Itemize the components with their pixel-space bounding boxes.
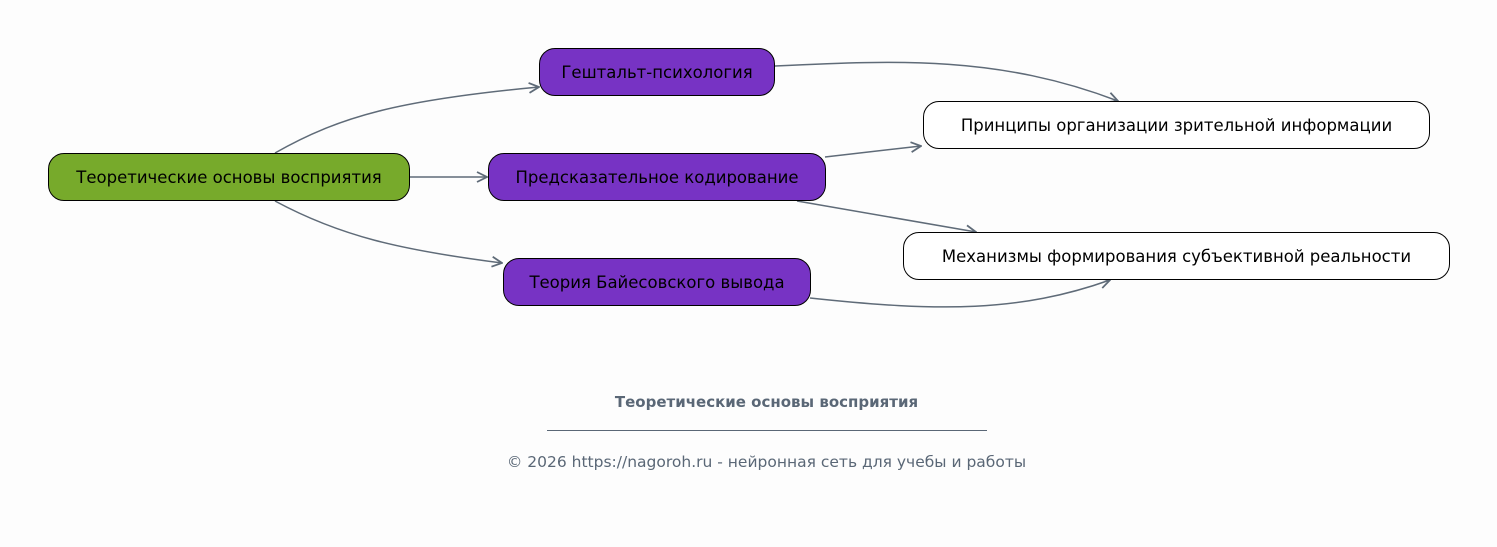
- node-gestalt[interactable]: Гештальт-психология: [539, 48, 775, 96]
- node-label: Теория Байесовского вывода: [529, 272, 785, 292]
- node-label: Гештальт-психология: [561, 62, 753, 82]
- edge-predictive-principles: [824, 146, 921, 158]
- edge-bayes-mechanisms: [809, 280, 1110, 308]
- node-principles[interactable]: Принципы организации зрительной информац…: [923, 101, 1430, 149]
- footer-divider: [547, 430, 987, 431]
- node-predictive-coding[interactable]: Предсказательное кодирование: [488, 153, 826, 201]
- footer-copyright: © 2026 https://nagoroh.ru - нейронная се…: [506, 453, 1027, 471]
- node-label: Механизмы формирования субъективной реал…: [941, 246, 1412, 266]
- node-label: Принципы организации зрительной информац…: [960, 115, 1393, 135]
- edge-predictive-mechanisms: [796, 200, 976, 232]
- edge-root-gestalt: [274, 87, 539, 154]
- node-label: Предсказательное кодирование: [515, 167, 799, 187]
- node-label: Теоретические основы восприятия: [76, 167, 382, 187]
- node-root[interactable]: Теоретические основы восприятия: [48, 153, 410, 201]
- node-mechanisms[interactable]: Механизмы формирования субъективной реал…: [903, 232, 1450, 280]
- node-bayes[interactable]: Теория Байесовского вывода: [503, 258, 811, 306]
- edge-root-bayes: [274, 200, 502, 263]
- edge-gestalt-principles: [774, 61, 1118, 101]
- footer-title: Теоретические основы восприятия: [614, 393, 919, 411]
